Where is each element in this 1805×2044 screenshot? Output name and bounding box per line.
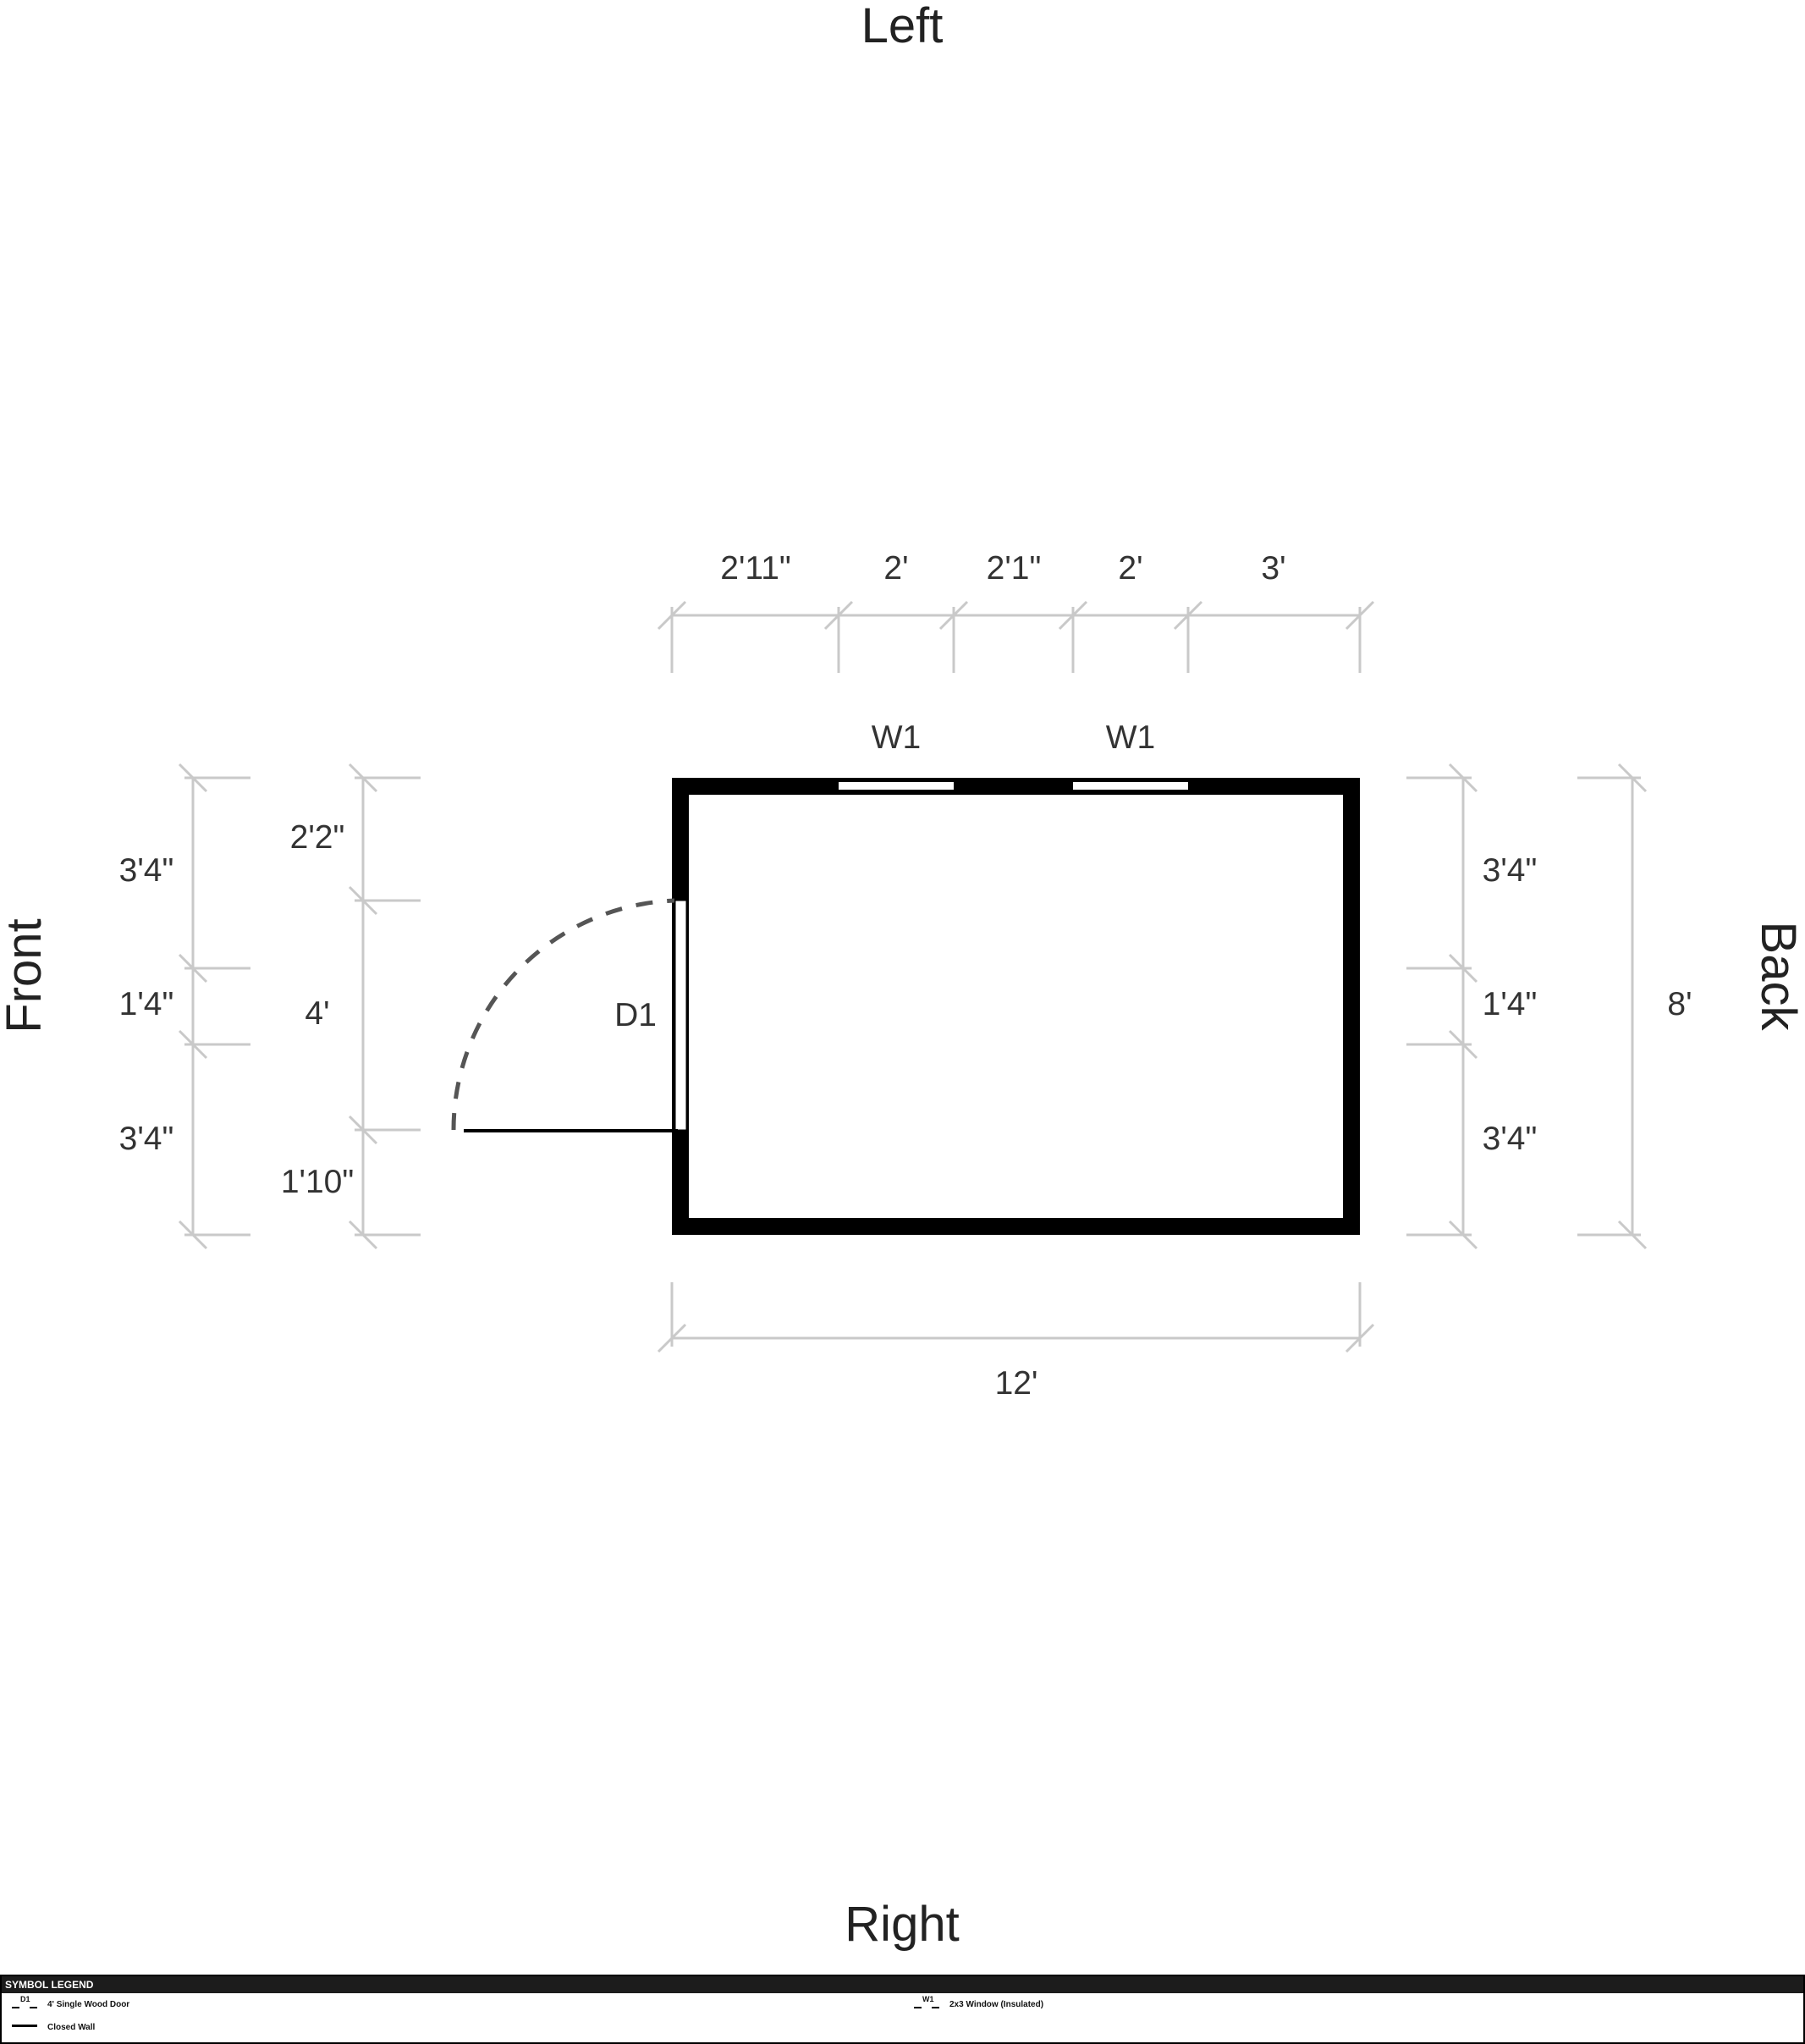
door-tag: D1 <box>614 997 657 1033</box>
window-w1-symbol <box>1073 782 1188 790</box>
legend-item-label: 4' Single Wood Door <box>47 1999 130 2009</box>
legend-item-window: W1 2x3 Window (Insulated) <box>914 1995 1044 2012</box>
top-dim-label: 3' <box>1261 550 1285 587</box>
side-label-front: Front <box>0 918 52 1033</box>
back-inner-dim-label: 1'4" <box>1483 986 1538 1022</box>
top-dim-label: 2' <box>1118 550 1142 587</box>
top-dim-label: 2'11" <box>720 550 790 587</box>
side-label-left: Left <box>861 0 944 53</box>
window-tag: W1 <box>872 719 922 756</box>
front-outer-dim-label: 1'4" <box>119 986 174 1022</box>
back-inner-dim-label: 3'4" <box>1483 1121 1538 1157</box>
front-inner-dim-label: 2'2" <box>290 819 345 856</box>
bottom-dim-label: 12' <box>995 1365 1038 1402</box>
symbol-legend: SYMBOL LEGEND D1 4' Single Wood Door Clo… <box>0 1975 1805 2044</box>
window-tag: W1 <box>1106 719 1156 756</box>
front-outer-dim-label: 3'4" <box>119 1121 174 1157</box>
legend-item-label: Closed Wall <box>47 2022 96 2032</box>
door-legend-icon: D1 <box>12 1995 37 2012</box>
window-legend-icon: W1 <box>914 1995 939 2012</box>
top-dim-label: 2' <box>883 550 908 587</box>
front-inner-dim-label: 4' <box>305 995 329 1032</box>
top-dim-label: 2'1" <box>987 550 1042 587</box>
legend-title: SYMBOL LEGEND <box>2 1976 1803 1993</box>
shed-walls <box>672 778 1360 1235</box>
door-d1-symbol <box>451 898 687 1132</box>
legend-item-door: D1 4' Single Wood Door <box>12 1995 130 2012</box>
side-label-right: Right <box>845 1897 959 1952</box>
side-label-back: Back <box>1751 922 1805 1032</box>
legend-item-label: 2x3 Window (Insulated) <box>949 1999 1044 2009</box>
back-outer-dim-label: 8' <box>1667 986 1692 1022</box>
front-inner-dim-label: 1'10" <box>281 1164 354 1200</box>
back-outer-dimension <box>1577 763 1648 1250</box>
front-outer-dimension-string <box>178 763 250 1250</box>
back-inner-dim-label: 3'4" <box>1483 852 1538 889</box>
back-inner-dimension-string <box>1406 763 1478 1250</box>
window-w1-symbol <box>839 782 954 790</box>
floor-plan-drawing: Left Right Front Back 2'11" 2' 2'1" 2' 3… <box>0 0 1805 1952</box>
front-inner-dimension-string <box>348 763 421 1250</box>
closed-wall-legend-icon <box>12 2019 37 2035</box>
top-dimension-string <box>657 600 1375 673</box>
front-outer-dim-label: 3'4" <box>119 852 174 889</box>
legend-item-wall: Closed Wall <box>12 2019 95 2035</box>
bottom-dimension <box>657 1282 1375 1353</box>
